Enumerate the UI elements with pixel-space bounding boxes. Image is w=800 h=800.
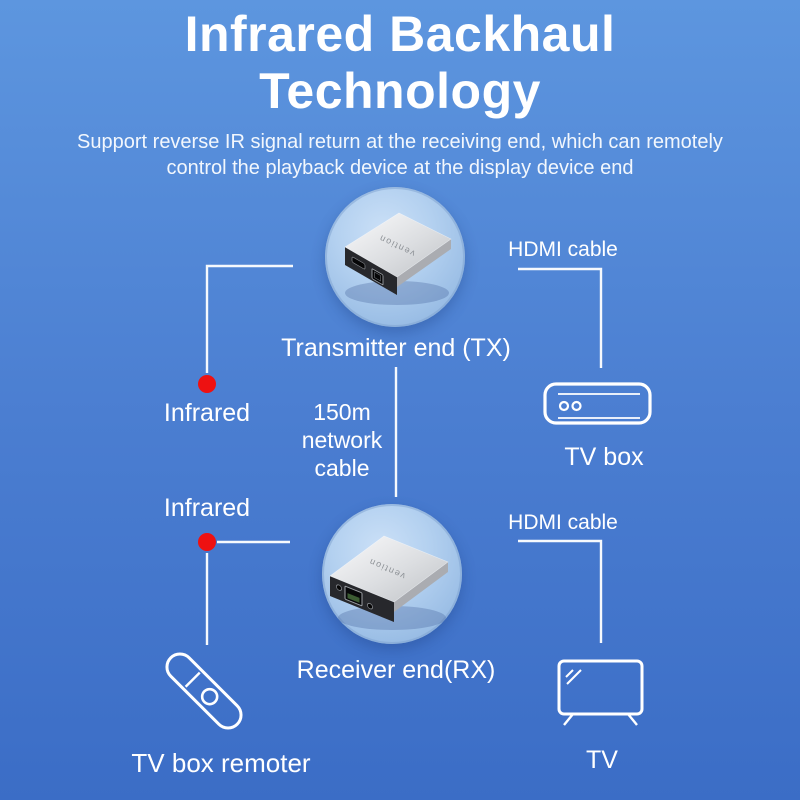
network-cable-line-2: network [301,427,383,453]
page-title: Infrared Backhaul Technology [0,6,800,120]
hdmi-port-icon [351,256,366,270]
remote-icon [165,652,243,730]
transmitter-label: Transmitter end (TX) [281,334,511,362]
title-line-1: Infrared Backhaul [184,6,616,62]
infrared-dot [198,375,216,393]
hdmi-cable-top-label: HDMI cable [508,238,618,261]
transmitter-ports [351,256,384,286]
audio-jack-icon [367,602,374,610]
subtitle-line-1: Support reverse IR signal return at the … [77,131,723,153]
remote-label: TV box remoter [131,748,311,778]
receiver-ports [336,584,374,610]
ir-jack-icon [336,584,342,591]
infrared-top-label: Infrared [163,399,251,427]
infrared-bottom-label: Infrared [163,494,251,522]
connector-line [518,267,603,368]
receiver-device-icon: vention [329,535,449,630]
ethernet-port-inner [347,593,360,603]
network-cable-label: 150m network cable [302,398,383,482]
connector-line [205,264,293,373]
receiver-label: Receiver end(RX) [296,656,496,684]
infrared-dot [198,533,216,551]
receiver-bubble: vention [322,504,462,644]
subtitle-line-2: control the playback device at the displ… [166,157,634,179]
network-cable-line-1: 150m [313,399,371,425]
network-cable-line-3: cable [314,455,370,481]
hdmi-cable-bottom-label: HDMI cable [508,511,618,534]
transmitter-device-icon: vention [344,212,452,305]
usb-port-inner [374,271,381,282]
tv-box-label: TV box [564,443,644,471]
tv-box-icon [543,382,652,425]
connector-line [518,539,603,643]
tv-icon [557,659,644,726]
page-subtitle: Support reverse IR signal return at the … [0,129,800,181]
tv-label: TV [586,746,618,774]
transmitter-bubble: vention [325,187,465,327]
title-line-2: Technology [259,63,541,119]
